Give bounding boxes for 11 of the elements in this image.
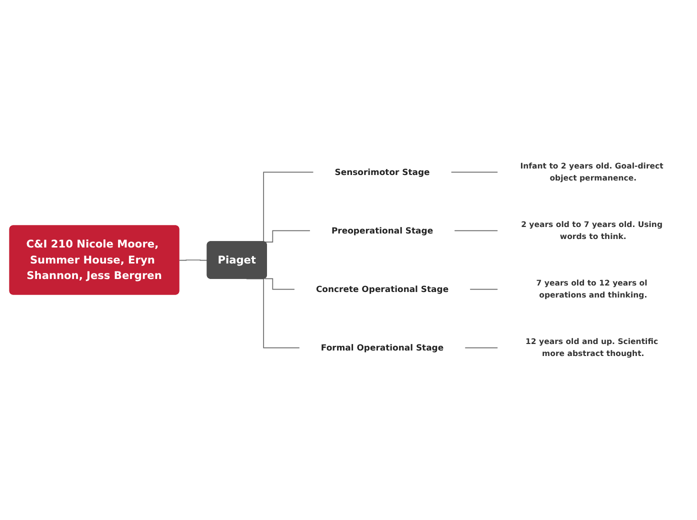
node-text: Formal Operational Stage xyxy=(320,342,444,353)
node-text: Sensorimotor Stage xyxy=(334,167,430,178)
connector xyxy=(178,260,208,261)
connector xyxy=(468,288,498,290)
connector xyxy=(464,347,498,348)
node-text: Preoperational Stage xyxy=(330,226,433,236)
connector xyxy=(453,230,498,232)
connector xyxy=(264,278,295,290)
node-text: Concrete Operational Stage xyxy=(315,284,448,294)
connector xyxy=(264,230,310,242)
connector xyxy=(450,172,498,173)
